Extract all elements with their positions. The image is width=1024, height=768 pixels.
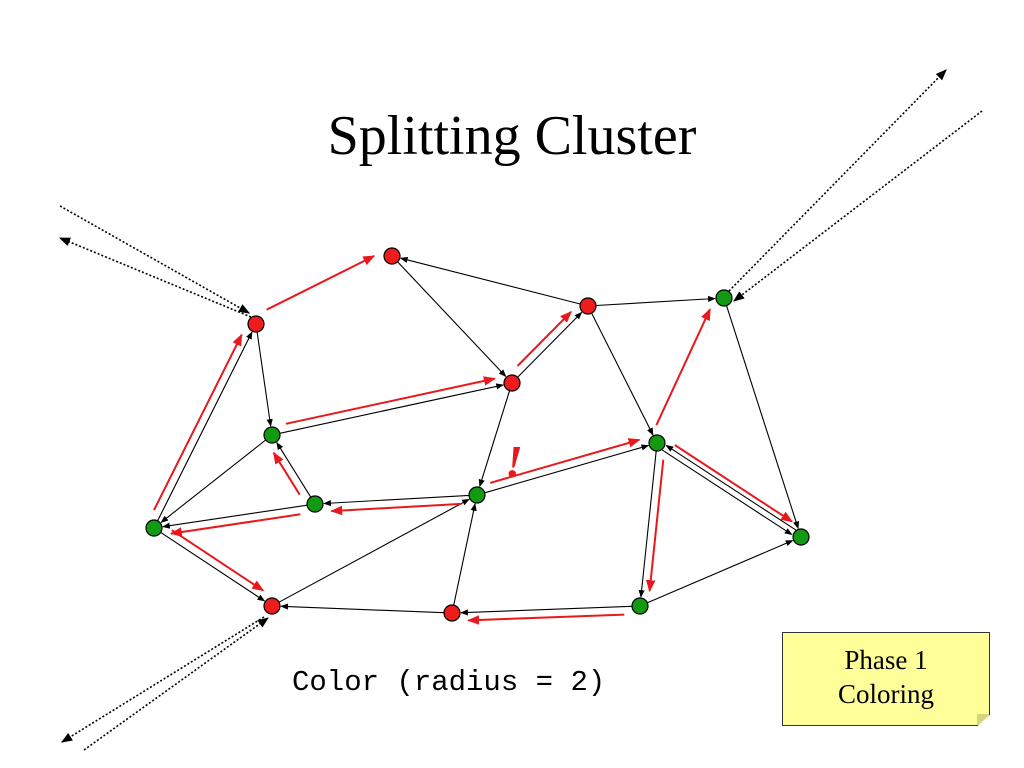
red-node-r6 (443, 604, 461, 622)
green-node-g2 (145, 519, 163, 537)
edge-g4-to-g6 (484, 444, 650, 494)
edge-g3-to-g1 (276, 441, 312, 498)
edge-g2-to-r1 (157, 331, 253, 522)
coloring-arrow-g2-to-r1 (153, 333, 243, 511)
edge-g2-to-r5 (160, 531, 266, 602)
edge-r1-to-g1 (256, 331, 273, 427)
edge-g1-to-r4 (279, 383, 504, 434)
green-node-g1 (263, 426, 281, 444)
edge-g1-to-g2 (160, 439, 267, 523)
green-node-g4 (468, 486, 486, 504)
conflict-exclamation-mark: ! (505, 436, 523, 487)
coloring-arrow-r1-to-r2 (266, 255, 376, 311)
coloring-arrows (153, 255, 794, 625)
phase-note-line-2: Coloring (837, 679, 934, 709)
edge-r5-to-g4 (278, 498, 470, 603)
edge-r4-to-g4 (478, 390, 511, 488)
coloring-arrow-g6-to-g7 (645, 459, 665, 593)
external-link-r5-in-arrow (83, 617, 269, 751)
edge-g7-to-g8 (647, 539, 794, 604)
coloring-arrow-r4-to-r3 (516, 310, 572, 367)
slide-title: Splitting Cluster (327, 105, 697, 167)
coloring-arrow-g6-to-g5 (655, 308, 711, 426)
coloring-arrow-g6-to-g8 (674, 444, 794, 523)
phase-note: Phase 1 Coloring (782, 632, 990, 726)
caption: Color (radius = 2) (292, 666, 606, 699)
edge-r6-to-r5 (280, 603, 445, 614)
edge-g6-to-g7 (638, 450, 657, 598)
red-node-r3 (579, 297, 597, 315)
coloring-arrow-g3-to-g1 (272, 451, 301, 496)
edge-r3-to-g6 (591, 312, 654, 436)
external-link-r5-out-arrow (61, 616, 265, 743)
edge-g8-to-g6 (665, 444, 797, 531)
edge-g3-to-g2 (162, 504, 308, 529)
coloring-arrow-g1-to-r4 (285, 376, 496, 425)
edges (157, 256, 800, 616)
phase-note-line-1: Phase 1 (844, 645, 928, 675)
external-link-g5-in-arrow (733, 110, 983, 302)
red-node-r1 (247, 315, 265, 333)
edge-r6-to-g4 (453, 503, 477, 606)
nodes (145, 247, 810, 622)
green-node-g6 (648, 434, 666, 452)
coloring-arrow-g4-to-g3 (330, 502, 462, 516)
edge-g7-to-r6 (460, 605, 633, 616)
coloring-arrow-g4-to-g6 (489, 438, 641, 484)
edge-g4-to-g3 (323, 494, 470, 507)
coloring-arrow-g7-to-r6 (467, 613, 625, 625)
edge-r3-to-g5 (595, 295, 716, 307)
edge-r3-to-r2 (399, 256, 581, 305)
edge-r2-to-r4 (397, 261, 507, 378)
coloring-arrow-g2-to-r5 (171, 529, 265, 592)
external-link-r1-in-arrow (59, 205, 250, 314)
green-node-g3 (306, 495, 324, 513)
edge-r4-to-r3 (517, 311, 583, 378)
red-node-r5 (263, 597, 281, 615)
edge-g5-to-g8 (725, 305, 800, 530)
green-node-g8 (792, 528, 810, 546)
red-node-r4 (503, 374, 521, 392)
red-node-r2 (383, 247, 401, 265)
green-node-g7 (631, 597, 649, 615)
external-link-r1-out-arrow (58, 237, 252, 318)
coloring-arrow-g3-to-g2 (169, 513, 301, 537)
external-links (58, 69, 983, 751)
note-fold-corner (977, 714, 989, 725)
edge-g6-to-g8 (661, 449, 793, 536)
green-node-g5 (715, 289, 733, 307)
external-link-g5-out-arrow (728, 69, 947, 292)
